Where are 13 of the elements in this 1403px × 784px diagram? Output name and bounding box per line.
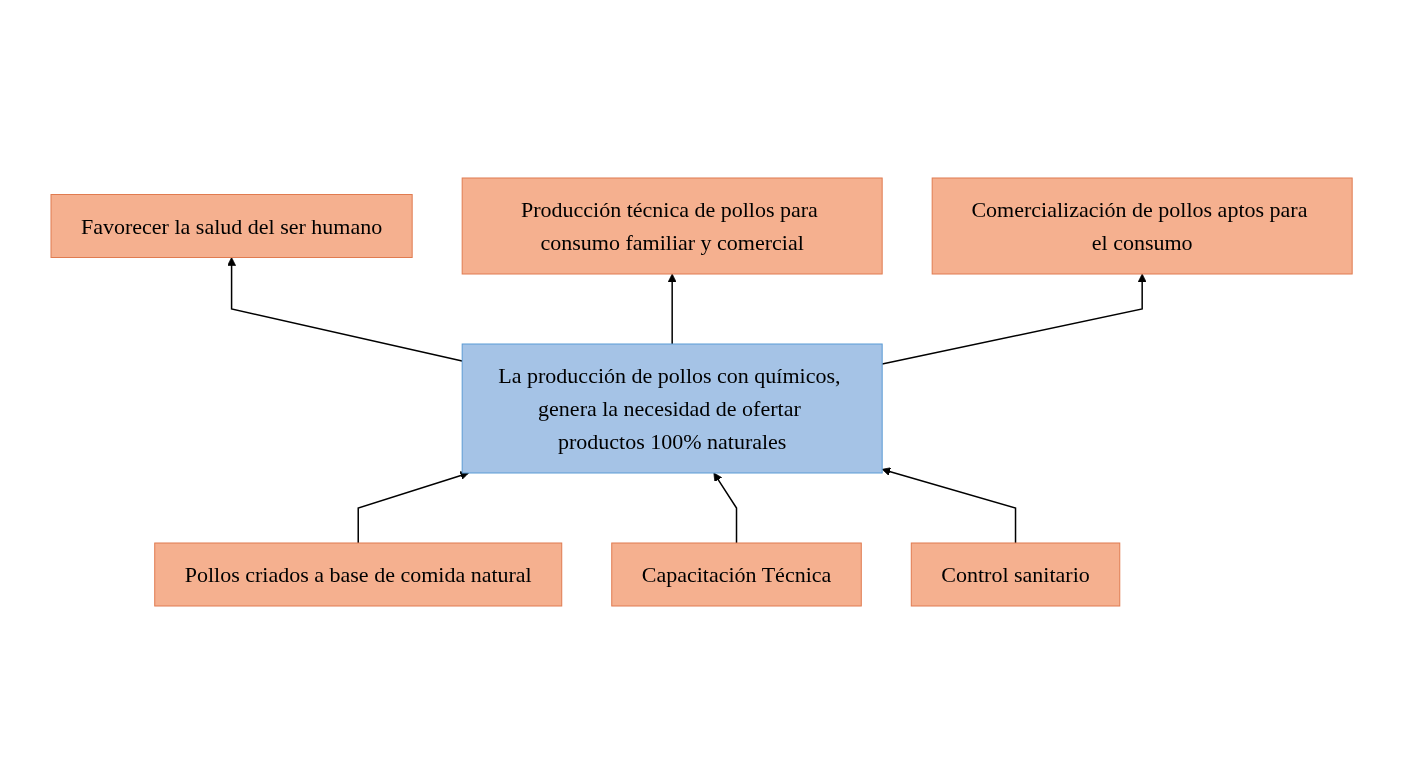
arrow <box>667 273 677 345</box>
arrow <box>227 257 463 362</box>
arrow <box>881 467 1017 544</box>
arrow <box>357 471 469 544</box>
node-box: La producción de pollos con químicos, genera la necesidad de ofertar productos 100% naturales <box>461 343 883 474</box>
node-box: Capacitación Técnica <box>611 542 862 607</box>
node-box: Producción técnica de pollos para consumo familiar y comercial <box>461 177 883 275</box>
node-box: Control sanitario <box>910 542 1121 607</box>
node-box: Pollos criados a base de comida natural <box>154 542 563 607</box>
arrow <box>881 273 1147 365</box>
arrow <box>713 472 738 544</box>
node-box: Comercialización de pollos aptos para el consumo <box>931 177 1353 275</box>
node-box: Favorecer la salud del ser humano <box>50 194 413 258</box>
